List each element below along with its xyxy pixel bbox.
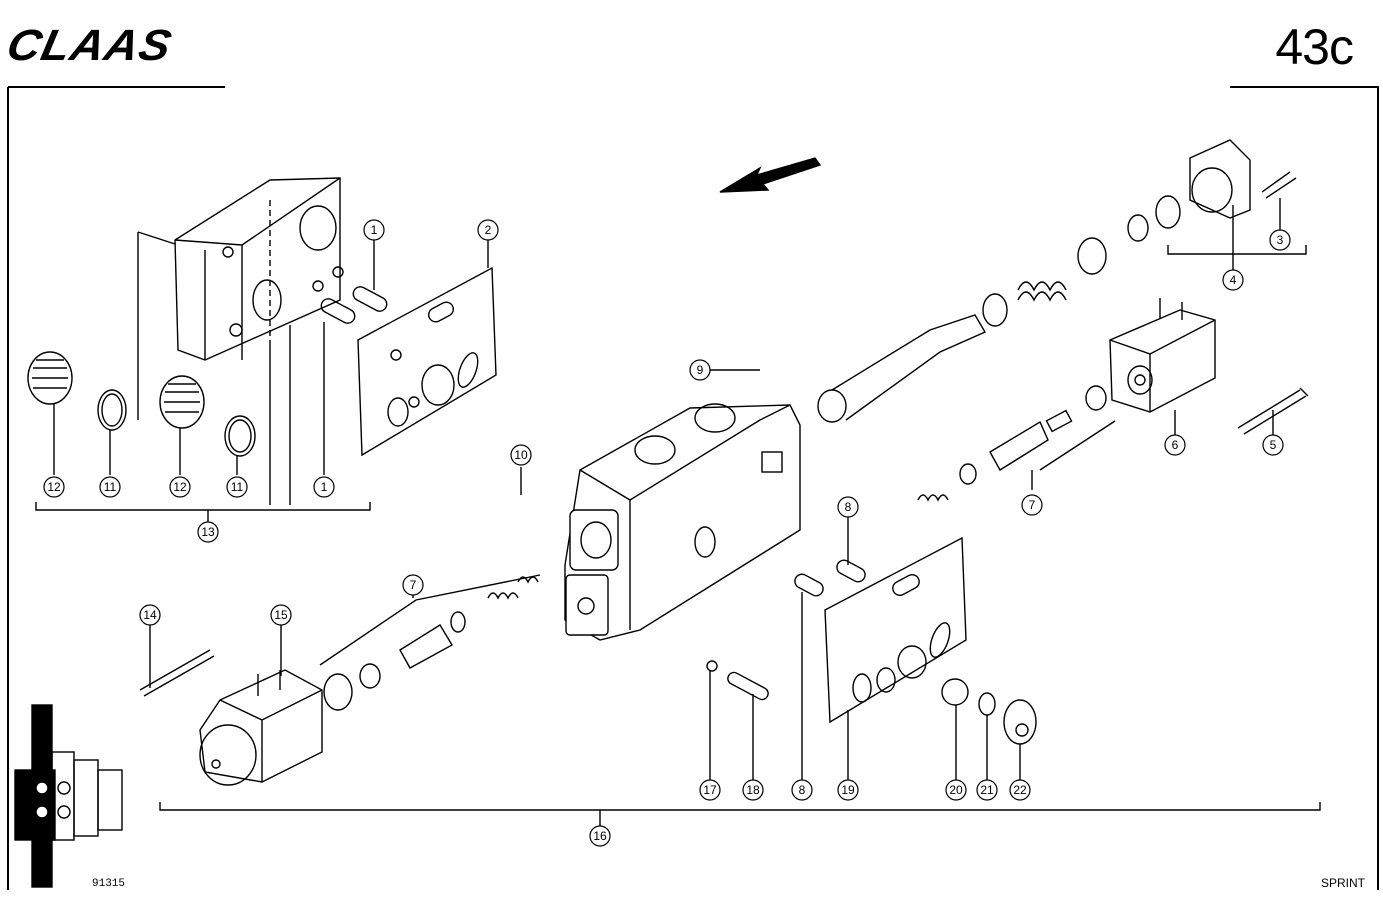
page-number: 43c bbox=[1275, 19, 1354, 75]
callout-12: 12 bbox=[169, 476, 191, 498]
bracket-4 bbox=[1167, 245, 1307, 255]
callout-label: 12 bbox=[173, 480, 187, 494]
callout-3: 3 bbox=[1269, 229, 1291, 251]
bolt-14 bbox=[139, 649, 215, 697]
end-plate-block bbox=[174, 177, 344, 361]
callout-label: 17 bbox=[703, 783, 717, 797]
callout-19: 19 bbox=[837, 779, 859, 801]
callout-label: 20 bbox=[949, 783, 963, 797]
direction-arrow bbox=[719, 157, 822, 193]
dowel-pin-1b bbox=[320, 298, 356, 324]
model-name: SPRINT bbox=[1320, 876, 1365, 890]
bracket-16 bbox=[159, 802, 1321, 811]
solenoid-6 bbox=[1109, 298, 1216, 413]
callout-13: 13 bbox=[197, 521, 219, 543]
bracket-7-left bbox=[319, 574, 541, 666]
callout-11: 11 bbox=[226, 476, 248, 498]
callout-17: 17 bbox=[699, 779, 721, 801]
plug-12b bbox=[159, 375, 205, 429]
dowel-pin-1a bbox=[352, 286, 388, 312]
callout-label: 1 bbox=[371, 223, 378, 237]
callout-label: 18 bbox=[746, 783, 760, 797]
callout-label: 7 bbox=[410, 578, 417, 592]
callout-label: 11 bbox=[104, 480, 117, 494]
callout-label: 16 bbox=[593, 829, 607, 843]
section-symbol bbox=[14, 704, 56, 888]
callout-label: 10 bbox=[514, 448, 528, 462]
callout-6: 6 bbox=[1164, 434, 1186, 456]
callout-22: 22 bbox=[1009, 779, 1031, 801]
spool-assembly bbox=[817, 139, 1251, 423]
callout-label: 7 bbox=[1029, 498, 1036, 512]
callout-label: 12 bbox=[47, 480, 61, 494]
callout-21: 21 bbox=[976, 779, 998, 801]
callout-15: 15 bbox=[270, 604, 292, 626]
frame-border bbox=[7, 86, 1379, 890]
callout-label: 22 bbox=[1013, 783, 1027, 797]
gasket-plate-19 bbox=[824, 536, 967, 724]
plunger-group-7-left bbox=[323, 576, 539, 711]
section-symbol-outline bbox=[35, 751, 123, 841]
plug-22 bbox=[1003, 699, 1037, 745]
callout-18: 18 bbox=[742, 779, 764, 801]
plug-12a bbox=[27, 351, 73, 405]
callout-9: 9 bbox=[689, 359, 711, 381]
callout-label: 9 bbox=[697, 363, 704, 377]
callout-8: 8 bbox=[837, 496, 859, 518]
callout-label: 15 bbox=[274, 608, 288, 622]
drawing-number: 91315 bbox=[92, 878, 126, 890]
callout-label: 3 bbox=[1277, 233, 1284, 247]
callout-label: 2 bbox=[485, 223, 492, 237]
ball-20 bbox=[941, 678, 969, 706]
callout-label: 4 bbox=[1230, 273, 1237, 287]
callout-label: 21 bbox=[980, 783, 994, 797]
callout-8: 8 bbox=[791, 779, 813, 801]
callout-label: 8 bbox=[845, 500, 852, 514]
callout-1: 1 bbox=[313, 476, 335, 498]
callout-5: 5 bbox=[1262, 434, 1284, 456]
gasket-plate-2 bbox=[357, 266, 497, 457]
callout-label: 13 bbox=[201, 525, 215, 539]
ball-17 bbox=[706, 660, 718, 672]
callout-16: 16 bbox=[589, 825, 611, 847]
callout-label: 6 bbox=[1172, 438, 1179, 452]
callout-label: 5 bbox=[1270, 438, 1277, 452]
plunger-group-7-right bbox=[917, 385, 1107, 502]
solenoid-15 bbox=[199, 669, 323, 786]
callout-10: 10 bbox=[510, 444, 532, 466]
bracket-7-right bbox=[1031, 420, 1116, 490]
callout-2: 2 bbox=[477, 219, 499, 241]
bracket-13 bbox=[35, 502, 371, 511]
callout-label: 11 bbox=[231, 480, 244, 494]
callout-1: 1 bbox=[363, 219, 385, 241]
callout-12: 12 bbox=[43, 476, 65, 498]
callout-7: 7 bbox=[402, 574, 424, 596]
callout-7: 7 bbox=[1021, 494, 1043, 516]
callout-label: 19 bbox=[841, 783, 855, 797]
leader-lines bbox=[53, 198, 1281, 826]
callout-14: 14 bbox=[139, 604, 161, 626]
valve-body bbox=[564, 403, 801, 641]
callout-label: 1 bbox=[321, 480, 328, 494]
dowel-pin-8b bbox=[794, 573, 824, 597]
o-ring-11b bbox=[224, 415, 256, 457]
pin-18 bbox=[727, 671, 769, 701]
callout-label: 8 bbox=[799, 783, 806, 797]
dowel-pin-8a bbox=[836, 559, 866, 583]
callout-4: 4 bbox=[1222, 269, 1244, 291]
callout-20: 20 bbox=[945, 779, 967, 801]
o-ring-21 bbox=[978, 692, 996, 716]
callout-11: 11 bbox=[99, 476, 121, 498]
bolt-3 bbox=[1261, 171, 1297, 199]
o-ring-11a bbox=[97, 389, 127, 431]
bolt-5 bbox=[1237, 387, 1309, 435]
callout-label: 14 bbox=[143, 608, 157, 622]
